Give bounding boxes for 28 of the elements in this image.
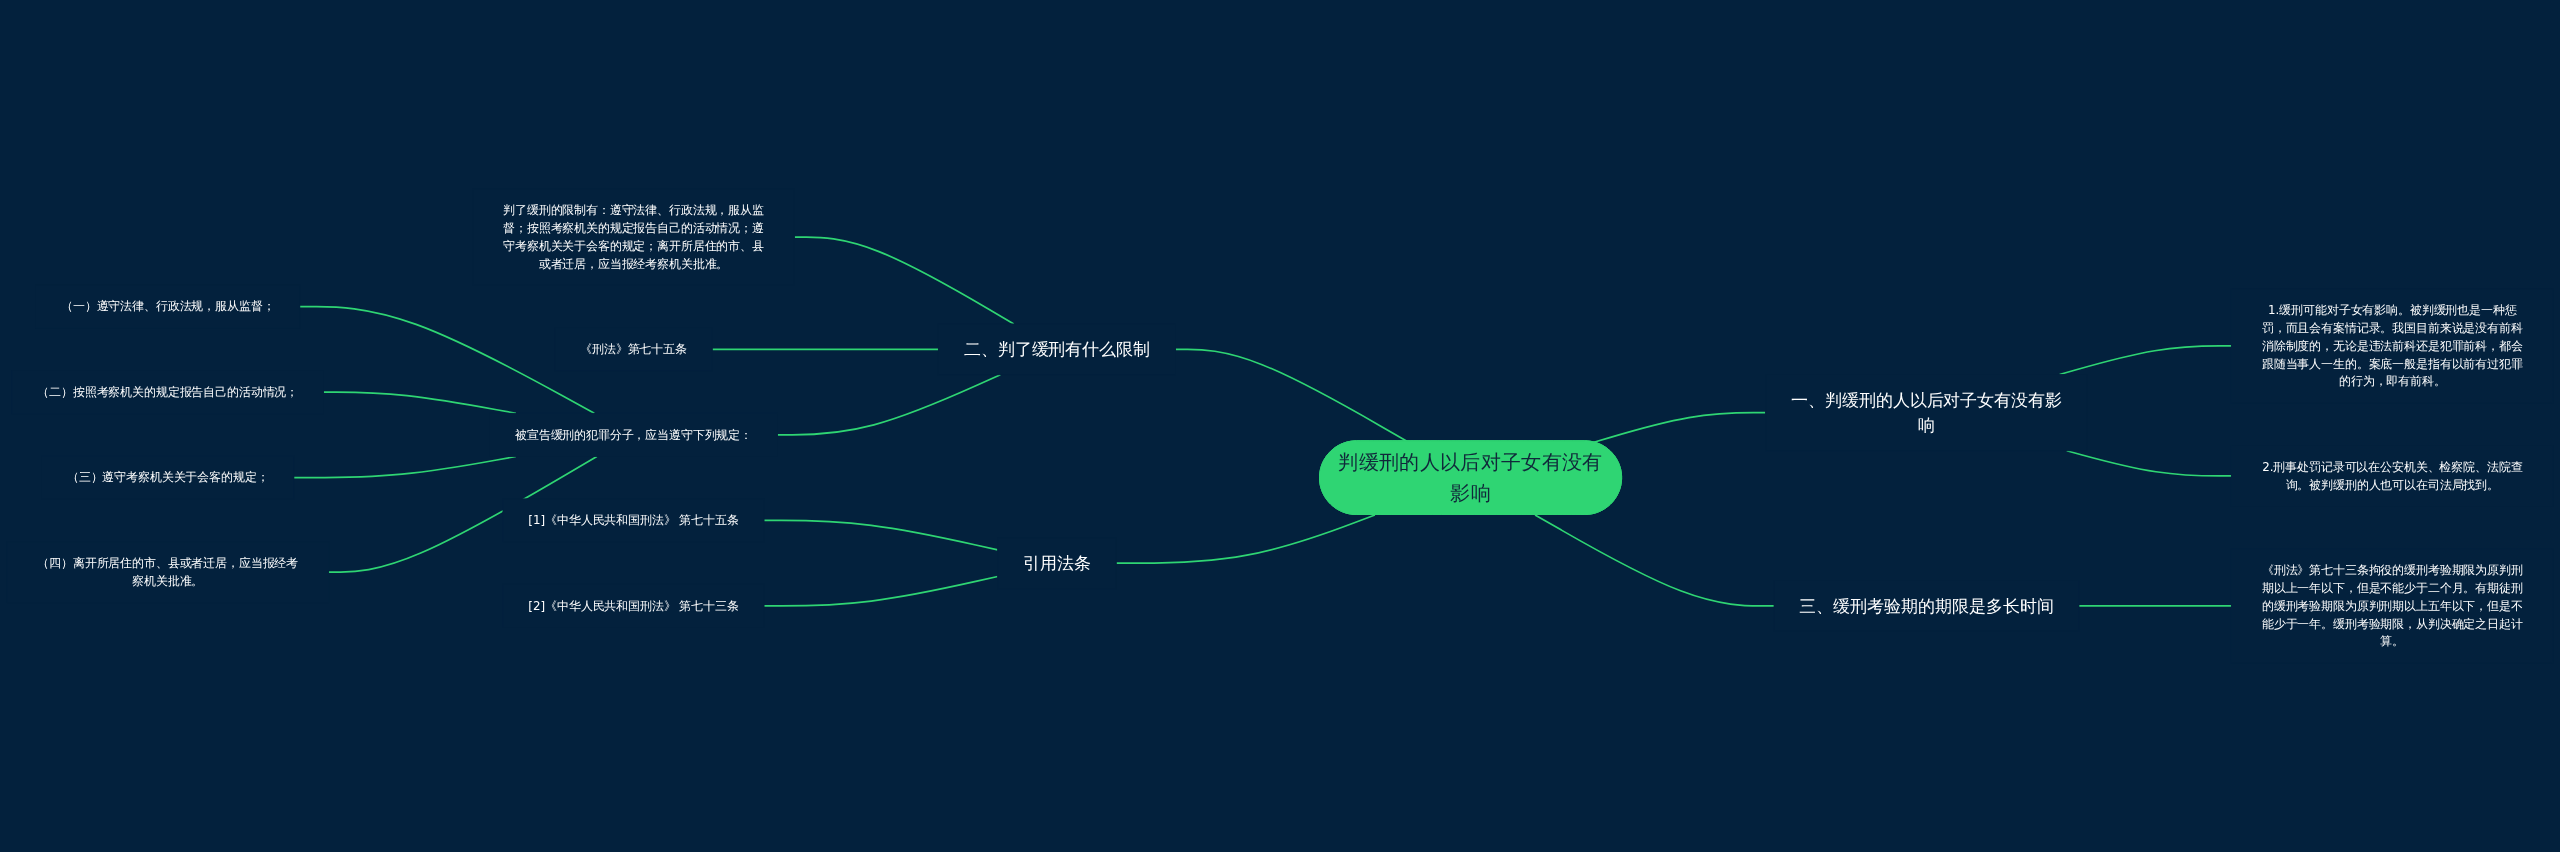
node-text: 判了缓刑的限制有：遵守法律、行政法规，服从监督；按照考察机关的规定报告自己的活动情况；遵守考察机关关于会客的规定；离开所居住的市、县或者迁居，应当报经考察机关批准。 xyxy=(503,203,764,271)
node-text: 引用法条 xyxy=(1023,553,1091,574)
node-text: （三）遵守考察机关关于会客的规定； xyxy=(66,470,269,485)
connector xyxy=(763,519,999,551)
connector xyxy=(1115,514,1376,565)
connector xyxy=(711,348,940,351)
node-text: 被宣告缓刑的犯罪分子，应当遵守下列规定： xyxy=(514,427,753,442)
node-text: 《刑法》第七十五条 xyxy=(580,342,687,356)
node-text: （四）离开所居住的市、县或者迁居，应当报经考察机关批准。 xyxy=(37,556,299,588)
node-text: [2]《中华人民共和国刑法》 第七十三条 xyxy=(528,598,739,613)
connector xyxy=(793,236,1015,325)
node-text: 2.刑事处罚记录可以在公安机关、检察院、法院查询。被判缓刑的人也可以在司法局找到。 xyxy=(2262,459,2523,492)
connector xyxy=(1534,514,1775,607)
connector xyxy=(327,455,598,573)
node-text: （一）遵守法律、行政法规，服从监督； xyxy=(60,299,275,313)
connector xyxy=(298,305,596,415)
node-text: 二、判了缓刑有什么限制 xyxy=(963,339,1151,360)
connector xyxy=(776,373,1002,436)
node-text: （二）按照考察机关的规定报告自己的活动情况； xyxy=(37,384,299,399)
node-text: 《刑法》第七十三条拘役的缓刑考验期限为原判刑期以上一年以下，但是不能少于二个月。有期徒刑的缓刑考验期限为原判刑期以上五年以下，但是不能少于一年。缓刑考验期限，从判决确定之日起计算。 xyxy=(2261,563,2523,648)
node-text: 一、判缓刑的人以后对子女有没有影响 xyxy=(1790,389,2063,436)
node-text: [1]《中华人民共和国刑法》 第七十五条 xyxy=(528,513,739,527)
connector xyxy=(2078,605,2233,607)
node-text: 三、缓刑考验期的期限是多长时间 xyxy=(1799,595,2054,617)
connector xyxy=(2065,449,2233,477)
connector xyxy=(763,575,999,607)
connector xyxy=(1593,411,1767,444)
node-text: 1.缓刑可能对子女有影响。被判缓刑也是一种惩罚，而且会有案情记录。我国目前来说是没有前科消除制度的，无论是违法前科还是犯罪前科，都会跟随当事人一生的。案底一般是指有以前有过犯罪的行为，即有前科。 xyxy=(2261,303,2523,388)
